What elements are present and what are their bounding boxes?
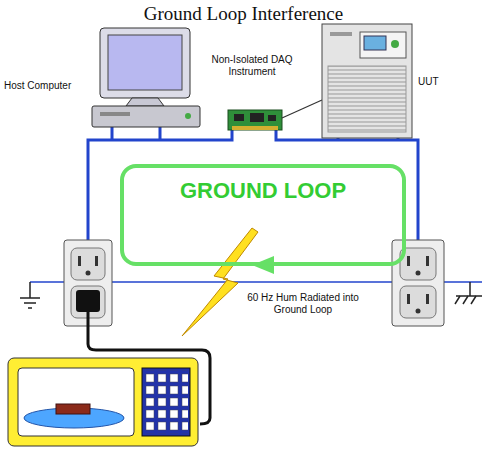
loop-title: GROUND LOOP <box>132 178 394 204</box>
device-label: Non-Isolated DAQ Instrument <box>206 54 298 78</box>
earth-ground-symbol <box>20 282 40 308</box>
chassis-ground-symbol <box>455 282 482 304</box>
daq-card <box>228 100 322 130</box>
host-computer <box>92 28 200 127</box>
ground-wire <box>88 127 418 262</box>
device-label: UUT <box>418 76 468 88</box>
wall-outlet <box>392 240 444 326</box>
ground-loop-region: GROUND LOOP <box>120 164 406 266</box>
microwave-oven <box>8 358 198 446</box>
uut-cabinet <box>322 24 412 138</box>
callout-note: 60 Hz Hum Radiated into Ground Loop <box>240 292 366 316</box>
device-label: Host Computer <box>4 80 96 92</box>
plug <box>76 290 100 312</box>
lightning-bolt <box>182 228 258 336</box>
diagram-title: Ground Loop Interference <box>0 3 487 25</box>
